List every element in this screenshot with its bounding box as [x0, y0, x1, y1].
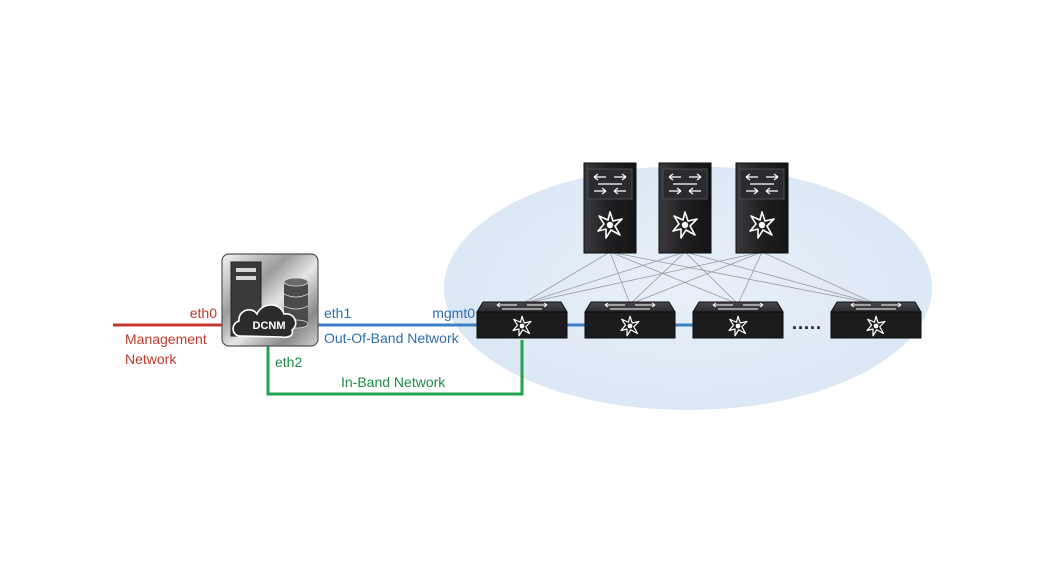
dcnm-server: DCNM — [221, 253, 319, 347]
leaf-switch-1 — [477, 302, 567, 338]
fabric-cloud — [444, 166, 932, 410]
management-network-label-line2: Network — [125, 351, 177, 367]
spine-switch-2 — [659, 163, 711, 253]
eth1-label: eth1 — [324, 305, 351, 321]
spine-switch-1 — [584, 163, 636, 253]
eth2-label: eth2 — [275, 354, 302, 370]
more-switches-ellipsis: ..... — [792, 313, 822, 333]
mgmt0-label: mgmt0 — [432, 305, 475, 321]
out-of-band-network-label: Out-Of-Band Network — [324, 330, 460, 346]
eth0-label: eth0 — [190, 305, 217, 321]
in-band-network-line — [266, 340, 524, 396]
leaf-switch-4 — [831, 302, 921, 338]
in-band-network-label: In-Band Network — [341, 374, 446, 390]
leaf-switch-2 — [585, 302, 675, 338]
spine-switch-3 — [736, 163, 788, 253]
dcnm-label: DCNM — [253, 320, 286, 332]
management-network-label-line1: Management — [125, 331, 207, 347]
leaf-switch-3 — [693, 302, 783, 338]
fabric-links — [521, 251, 877, 305]
dcnm-cloud-icon — [232, 304, 297, 339]
